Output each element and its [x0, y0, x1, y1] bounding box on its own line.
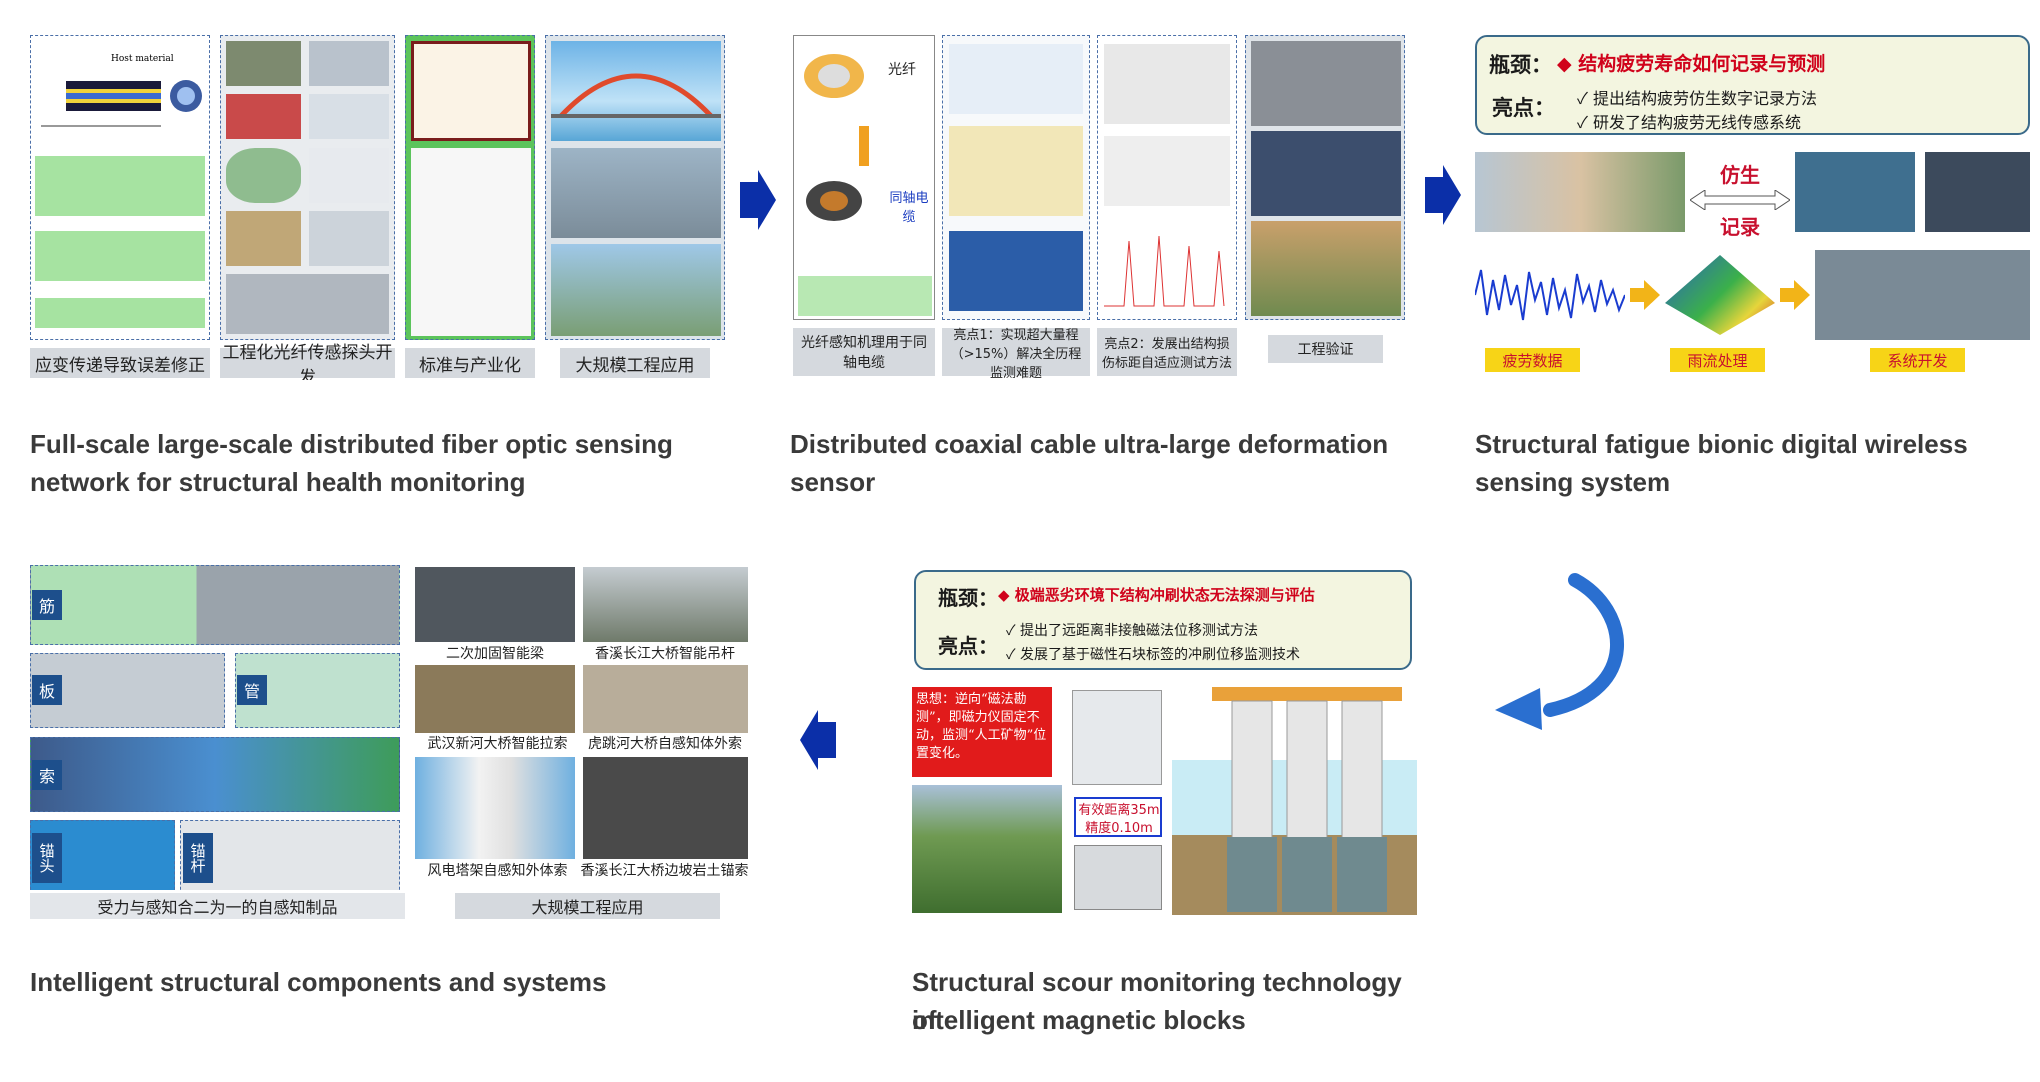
peak-signal-chart	[1104, 235, 1225, 307]
bottleneck-text: ◆ 结构疲劳寿命如何记录与预测	[1557, 53, 1826, 75]
card-caption-line2[interactable]: network for structural health monitoring	[30, 467, 526, 497]
engineering-verification-panel	[1245, 35, 1405, 320]
arch-bridge-illustration	[551, 73, 721, 118]
standard-docs-panel	[405, 35, 535, 340]
range-box: 有效距离35m 精度0.10m	[1074, 797, 1162, 837]
card-caption-line1[interactable]: Structural fatigue bionic digital wirele…	[1475, 429, 1968, 459]
idea-text: 思想：逆向“磁法勘测”，即磁力仪固定不动，监测“人工矿物”位置变化。	[916, 692, 1047, 761]
label-highlight-2: 亮点2：发展出结构损伤标距自适应测试方法	[1097, 328, 1237, 376]
right-arrow-icon	[740, 170, 776, 230]
label-highlight-1: 亮点1：实现超大量程（>15%）解决全历程监测难题	[942, 328, 1090, 380]
curved-return-arrow-icon	[1495, 573, 1624, 730]
fatigue-photo-row	[1475, 152, 1685, 232]
fatigue-banner: 瓶颈： ◆ 结构疲劳寿命如何记录与预测 亮点： ✓ 提出结构疲劳仿生数字记录方法…	[1475, 35, 2030, 135]
photo-label-beam: 二次加固智能梁	[446, 646, 544, 662]
bridge-photos-panel	[545, 35, 725, 340]
equation-panel: Host material	[30, 35, 210, 340]
fiber-text: 光纤	[888, 62, 916, 78]
card-image-fiber-optic[interactable]: Host material	[30, 30, 730, 380]
card-caption-line2[interactable]: intelligent magnetic blocks	[912, 1005, 1246, 1035]
record-text: 记录	[1720, 214, 1760, 239]
range-highlight-panel	[942, 35, 1090, 320]
idea-box: 思想：逆向“磁法勘测”，即磁力仪固定不动，监测“人工矿物”位置变化。	[912, 687, 1052, 777]
label-large-scale-engineering: 大规模工程应用	[455, 893, 720, 919]
photo-label-external-cable: 虎跳河大桥自感知体外索	[588, 736, 742, 752]
highlight-item-2: ✓ 研发了结构疲劳无线传感系统	[1577, 113, 1802, 132]
card-image-scour[interactable]: 瓶颈： ◆ 极端恶劣环境下结构冲刷状态无法探测与评估 亮点： ✓ 提出了远距离非…	[912, 565, 1417, 925]
photo-label-stay-cable: 武汉新河大桥智能拉索	[427, 736, 568, 752]
label-fatigue-data: 疲劳数据	[1485, 348, 1580, 372]
right-arrow-icon	[1630, 280, 1660, 310]
card-image-coaxial[interactable]: 光纤 同轴电缆 光纤感知机理用于同轴电缆 亮点1：实现超大量程（>15%）解决全…	[790, 30, 1450, 380]
side-label-anchor-rod: 锚杆	[183, 833, 213, 883]
card-intelligent-components[interactable]: 筋 板 管 索 锚头 锚杆 二次加固智能梁 香溪长江大桥智能吊杆 武汉新河大桥智…	[30, 565, 750, 1025]
highlight-item-1: ✓ 提出了远距离非接触磁法位移测试方法	[1006, 623, 1259, 639]
label-strain-error: 应变传递导致误差修正	[30, 348, 210, 378]
card-caption-line1[interactable]: Full-scale large-scale distributed fiber…	[30, 429, 673, 459]
fatigue-signal-chart	[1475, 269, 1625, 321]
side-label-plate: 板	[32, 675, 62, 705]
bionic-text: 仿生	[1720, 162, 1760, 187]
side-label-rebar: 筋	[32, 590, 62, 620]
highlight-label: 亮点：	[938, 634, 998, 658]
card-image-fatigue[interactable]: 瓶颈： ◆ 结构疲劳寿命如何记录与预测 亮点： ✓ 提出结构疲劳仿生数字记录方法…	[1475, 30, 2030, 380]
fiber-cross-section-diagram: Host material	[41, 54, 202, 127]
card-caption-line2[interactable]: sensing system	[1475, 467, 1671, 497]
side-label-pipe: 管	[237, 675, 267, 705]
highlight-label: 亮点：	[1492, 95, 1555, 120]
coaxial-mechanism-panel: 光纤 同轴电缆	[793, 35, 935, 320]
card-fatigue-wireless-system[interactable]: 瓶颈： ◆ 结构疲劳寿命如何记录与预测 亮点： ✓ 提出结构疲劳仿生数字记录方法…	[1475, 30, 2030, 510]
label-system-dev: 系统开发	[1870, 348, 1965, 372]
right-arrow-icon	[1425, 165, 1461, 225]
components-right-panel: 二次加固智能梁 香溪长江大桥智能吊杆 武汉新河大桥智能拉索 虎跳河大桥自感知体外…	[415, 565, 750, 890]
left-arrow-icon	[800, 710, 836, 770]
scour-banner: 瓶颈： ◆ 极端恶劣环境下结构冲刷状态无法探测与评估 亮点： ✓ 提出了远距离非…	[914, 570, 1412, 670]
card-scour-monitoring[interactable]: 瓶颈： ◆ 极端恶劣环境下结构冲刷状态无法探测与评估 亮点： ✓ 提出了远距离非…	[912, 565, 1417, 1045]
coax-text: 同轴电缆	[889, 191, 929, 225]
svg-text:Host material: Host material	[111, 54, 174, 64]
coaxial-diagram	[804, 54, 869, 221]
card-caption-line2[interactable]: sensor	[790, 467, 876, 497]
card-fiber-optic-network[interactable]: Host material	[30, 30, 730, 510]
side-label-cable: 索	[32, 760, 62, 790]
double-arrow-icon	[1690, 190, 1790, 210]
card-caption-line1[interactable]: Structural scour monitoring technology o…	[912, 967, 1402, 1035]
bottleneck-text: ◆ 极端恶劣环境下结构冲刷状态无法探测与评估	[998, 586, 1315, 604]
label-standardization: 标准与产业化	[405, 348, 535, 378]
highlight-item-2: ✓ 发展了基于磁性石块标签的冲刷位移监测技术	[1006, 647, 1301, 663]
label-large-scale-app: 大规模工程应用	[560, 348, 710, 378]
card-image-components[interactable]: 筋 板 管 索 锚头 锚杆 二次加固智能梁 香溪长江大桥智能吊杆 武汉新河大桥智…	[30, 565, 750, 925]
label-probe-development: 工程化光纤传感探头开发	[220, 343, 395, 380]
card-coaxial-cable-sensor[interactable]: 光纤 同轴电缆 光纤感知机理用于同轴电缆 亮点1：实现超大量程（>15%）解决全…	[790, 30, 1450, 510]
label-rainflow: 雨流处理	[1670, 348, 1765, 372]
photo-label-wind-tower: 风电塔架自感知外体索	[427, 863, 568, 879]
bottleneck-label: 瓶颈：	[938, 586, 998, 610]
card-caption-line1[interactable]: Intelligent structural components and sy…	[30, 967, 607, 997]
photo-label-rock-anchor: 香溪长江大桥边坡岩土锚索	[580, 863, 749, 879]
label-mechanism: 光纤感知机理用于同轴电缆	[793, 328, 935, 376]
bottleneck-label: 瓶颈：	[1489, 52, 1552, 77]
range-precision: 精度0.10m	[1085, 820, 1153, 836]
bridge-pier-illustration	[1212, 687, 1402, 912]
probe-photos-panel	[220, 35, 395, 340]
components-left-panel: 筋 板 管 索 锚头 锚杆	[30, 565, 405, 890]
adaptive-test-panel	[1097, 35, 1237, 320]
range-distance: 有效距离35m	[1078, 802, 1160, 818]
highlight-item-1: ✓ 提出结构疲劳仿生数字记录方法	[1577, 89, 1818, 108]
label-verification: 工程验证	[1268, 335, 1383, 363]
side-label-anchor-head: 锚头	[32, 833, 62, 883]
right-arrow-icon	[1780, 280, 1810, 310]
photo-label-hanger: 香溪长江大桥智能吊杆	[595, 646, 735, 662]
card-caption-line1[interactable]: Distributed coaxial cable ultra-large de…	[790, 429, 1389, 459]
label-self-sensing-products: 受力与感知合二为一的自感知制品	[30, 893, 405, 919]
